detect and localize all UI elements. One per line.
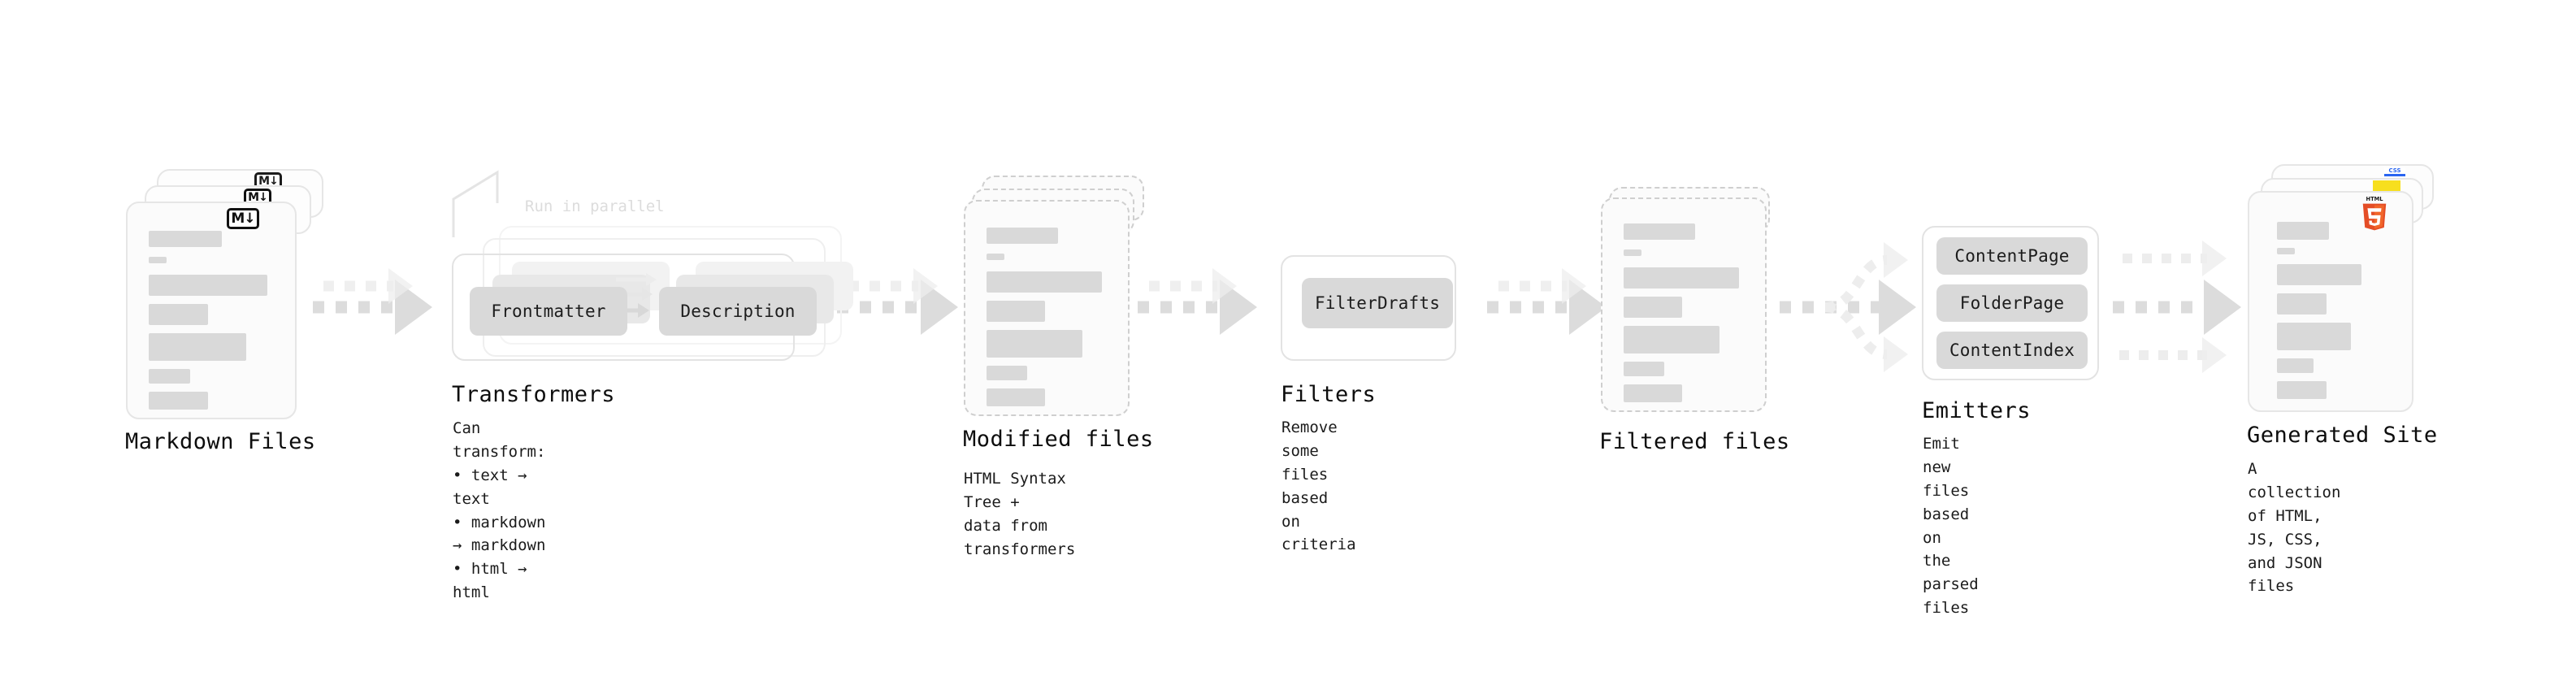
arrow-emitters-to-site [2113, 241, 2241, 373]
transformer-chip-frontmatter-label: Frontmatter [491, 301, 606, 321]
doc-line [987, 301, 1045, 322]
doc-line [149, 231, 222, 247]
stage-title-generated-site: Generated Site [2247, 423, 2438, 448]
doc-line [2277, 248, 2295, 254]
doc-line [149, 257, 167, 263]
doc-line [2277, 323, 2351, 350]
doc-line [1624, 362, 1664, 376]
svg-text:HTML: HTML [2366, 196, 2384, 202]
emitters-chip-contentpage-label: ContentPage [1954, 246, 2070, 266]
arrow-filters-to-filtered [1487, 268, 1607, 335]
stage-subtitle-emitters: Emit new files based on the parsed files [1923, 435, 1979, 618]
stage-title-modified-files: Modified files [963, 427, 1154, 452]
doc-line [149, 275, 267, 296]
doc-line [987, 330, 1082, 358]
filters-chip-filterdrafts-label: FilterDrafts [1314, 293, 1441, 313]
emitters-chip-contentindex[interactable]: ContentIndex [1936, 332, 2088, 369]
stage-subtitle-modified-files: HTML Syntax Tree + data from transformer… [964, 470, 1076, 558]
css-icon: CSS [2384, 167, 2405, 176]
doc-line [2277, 293, 2327, 314]
emitters-chip-contentpage[interactable]: ContentPage [1936, 237, 2088, 275]
doc-line [987, 388, 1045, 406]
doc-line [987, 366, 1027, 380]
emitters-chip-contentindex-label: ContentIndex [1949, 340, 2075, 360]
stage-title-markdown-files: Markdown Files [125, 429, 316, 454]
doc-line [149, 369, 190, 384]
doc-line [1624, 384, 1682, 402]
stage-title-emitters: Emitters [1922, 398, 2032, 423]
stage-title-filtered-files: Filtered files [1599, 429, 1790, 454]
run-in-parallel-annotation: Run in parallel [525, 197, 665, 215]
doc-line [987, 228, 1058, 244]
html5-icon: HTML [2362, 196, 2387, 231]
doc-line [1624, 249, 1641, 256]
filters-group [1281, 255, 1456, 361]
transformer-chip-frontmatter[interactable]: Frontmatter [470, 287, 627, 336]
doc-line [1624, 267, 1739, 288]
doc-line [2277, 264, 2361, 285]
filtered-card-front [1601, 197, 1767, 412]
stage-title-filters: Filters [1281, 382, 1377, 407]
emitters-chip-folderpage[interactable]: FolderPage [1936, 284, 2088, 322]
doc-line [1624, 223, 1695, 240]
filters-chip-filterdrafts[interactable]: FilterDrafts [1302, 278, 1453, 328]
doc-line [987, 254, 1004, 260]
markdown-card-front [126, 202, 297, 419]
stage-title-transformers: Transformers [452, 382, 616, 407]
doc-line [149, 333, 246, 361]
stage-subtitle-filters: Remove some files based on criteria [1281, 419, 1356, 554]
stage-subtitle-generated-site: A collection of HTML, JS, CSS, and JSON … [2248, 460, 2341, 596]
markdown-icon: M↓ [227, 208, 259, 229]
doc-line [1624, 297, 1682, 318]
stage-subtitle-transformers: Can transform: • text → text • markdown … [453, 419, 546, 602]
arrow-transformers-to-modified [837, 268, 958, 335]
arrow-filtered-to-emitters [1780, 242, 1916, 372]
doc-line [2277, 358, 2314, 373]
emitters-group [1922, 226, 2099, 380]
transformer-chip-description-label: Description [680, 301, 796, 321]
run-in-parallel-leader [452, 170, 499, 237]
arrow-modified-to-filters [1138, 268, 1257, 335]
modified-card-front [964, 200, 1130, 416]
doc-line [987, 271, 1102, 293]
transformer-chip-description[interactable]: Description [659, 287, 817, 336]
doc-line [1624, 326, 1720, 354]
arrow-markdown-to-transformers [313, 268, 432, 335]
doc-line [2277, 222, 2329, 240]
site-card-front [2248, 191, 2413, 412]
emitters-chip-folderpage-label: FolderPage [1959, 293, 2065, 313]
doc-line [149, 304, 208, 325]
doc-line [149, 392, 208, 410]
doc-line [2277, 381, 2327, 399]
